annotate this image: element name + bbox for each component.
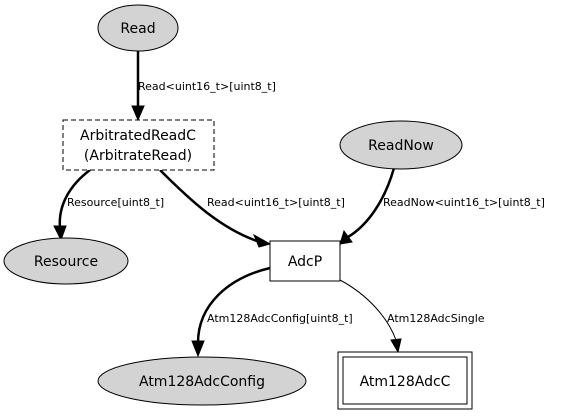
edge-read-to-arbitrated: Read<uint16_t>[uint8_t]	[131, 51, 276, 122]
node-arbitrated-readc-label-line2: (ArbitrateRead)	[84, 148, 192, 164]
arrowhead	[53, 225, 67, 242]
edge-line	[159, 169, 258, 243]
node-atm128adcc-label: Atm128AdcC	[360, 374, 451, 390]
node-adcp-label: AdcP	[288, 254, 322, 270]
node-read[interactable]: Read	[97, 4, 179, 52]
edge-label-arbitrated-to-adcp: Read<uint16_t>[uint8_t]	[207, 196, 345, 209]
edge-adcp-to-adcc: Atm128AdcSingle	[339, 279, 485, 354]
edge-line	[347, 167, 396, 239]
arrowhead	[131, 105, 145, 122]
edge-label-adcp-to-adcc: Atm128AdcSingle	[387, 312, 485, 325]
node-resource-label: Resource	[34, 254, 98, 270]
edge-line	[58, 169, 91, 229]
edge-line	[339, 279, 397, 341]
edge-arbitrated-to-adcp: Read<uint16_t>[uint8_t]	[159, 169, 345, 248]
node-read-shape	[97, 4, 179, 52]
arrowhead	[191, 340, 205, 358]
node-atm128adcconfig-label: Atm128AdcConfig	[139, 374, 265, 390]
node-arbitrated-readc[interactable]: ArbitratedReadC (ArbitrateRead)	[62, 119, 215, 171]
edge-label-readnow-to-adcp: ReadNow<uint16_t>[uint8_t]	[383, 196, 545, 209]
edge-arbitrated-to-resource: Resource[uint8_t]	[53, 169, 164, 242]
node-adcp-shape	[269, 240, 341, 282]
edge-label-read-to-arbitrated: Read<uint16_t>[uint8_t]	[138, 80, 276, 93]
node-arbitrated-readc-label-line1: ArbitratedReadC	[80, 128, 196, 144]
node-readnow-label: ReadNow	[368, 138, 434, 154]
edge-adcp-to-config: Atm128AdcConfig[uint8_t]	[191, 266, 353, 358]
edge-readnow-to-adcp: ReadNow<uint16_t>[uint8_t]	[339, 167, 545, 245]
node-atm128adcc[interactable]: Atm128AdcC	[337, 351, 473, 410]
node-readnow[interactable]: ReadNow	[339, 120, 463, 170]
node-readnow-shape	[339, 120, 463, 170]
edge-label-arbitrated-to-resource: Resource[uint8_t]	[67, 196, 164, 209]
node-resource-shape	[3, 237, 129, 285]
arrowhead	[339, 229, 353, 245]
node-atm128adcconfig[interactable]: Atm128AdcConfig	[97, 356, 307, 406]
edge-label-adcp-to-config: Atm128AdcConfig[uint8_t]	[207, 312, 353, 325]
arrowhead	[252, 233, 272, 248]
node-adcp[interactable]: AdcP	[269, 240, 341, 282]
arrowhead	[390, 338, 402, 354]
edge-line	[196, 266, 271, 344]
node-arbitrated-readc-shape	[62, 119, 215, 171]
node-atm128adcc-inner-shape	[342, 356, 468, 405]
node-atm128adcconfig-shape	[97, 356, 307, 406]
node-resource[interactable]: Resource	[3, 237, 129, 285]
node-read-label: Read	[120, 21, 155, 37]
